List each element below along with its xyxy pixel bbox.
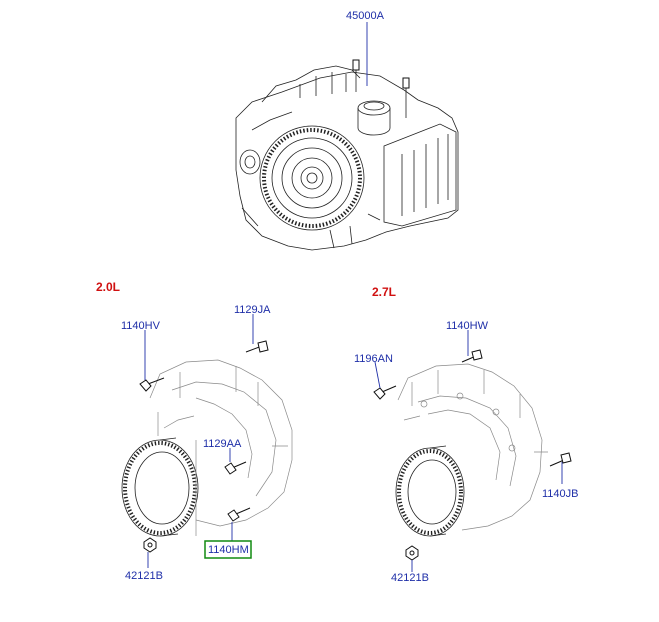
- part-label-1140hv[interactable]: 1140HV: [121, 320, 161, 332]
- transaxle-2-7l-illustration: [373, 349, 572, 561]
- transaxle-2-0l-illustration: [121, 340, 293, 553]
- part-label-1140jb[interactable]: 1140JB: [542, 488, 579, 500]
- highlight-box-1140hm: [204, 540, 252, 559]
- bolt-1196an: [373, 385, 397, 400]
- bolt-1140hm: [227, 507, 251, 522]
- bolt-1140hw: [461, 349, 483, 363]
- bolt-1140jb: [549, 452, 572, 467]
- part-label-1196an[interactable]: 1196AN: [354, 353, 393, 365]
- part-label-42121b-right[interactable]: 42121B: [391, 572, 429, 584]
- part-label-45000a[interactable]: 45000A: [346, 10, 385, 22]
- part-label-1140hm[interactable]: 1140HM: [208, 544, 249, 556]
- part-label-1140hw[interactable]: 1140HW: [446, 320, 489, 332]
- engine-variant-label-2-7l: 2.7L: [372, 285, 396, 299]
- bolt-1129ja: [245, 340, 269, 353]
- bolt-1140hv: [139, 377, 165, 392]
- bolt-1129aa: [224, 461, 247, 475]
- leader-line: [374, 361, 381, 389]
- engine-variant-label-2-0l: 2.0L: [96, 280, 120, 294]
- nut-42121b-right: [405, 545, 419, 561]
- part-label-42121b-left[interactable]: 42121B: [125, 570, 163, 582]
- transaxle-assembly-illustration: [235, 59, 459, 251]
- part-label-1129ja[interactable]: 1129JA: [234, 304, 271, 316]
- nut-42121b-left: [143, 537, 157, 553]
- part-label-1129aa[interactable]: 1129AA: [203, 438, 242, 450]
